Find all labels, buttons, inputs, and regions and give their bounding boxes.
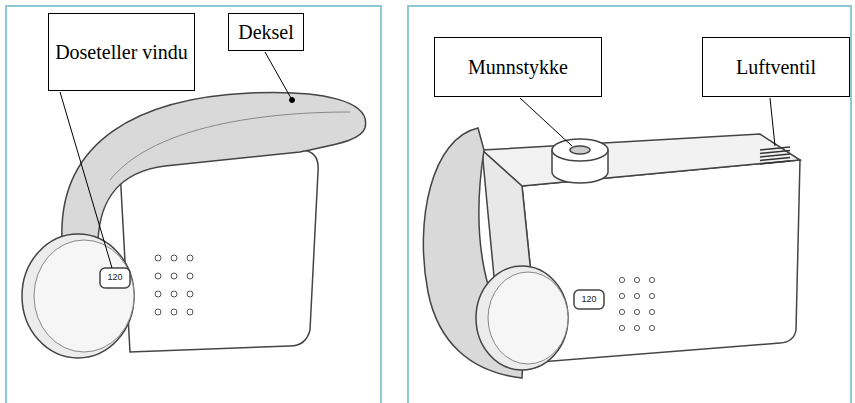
part-name: Deksel [238, 20, 294, 45]
vent-holes [155, 255, 193, 315]
label-box: Deksel [228, 13, 304, 51]
dose-counter-number: 120 [100, 272, 130, 282]
vent-holes [619, 277, 654, 330]
panel-frame [408, 6, 851, 403]
part-name: Doseteller vindu [55, 40, 188, 65]
dose-counter-number: 120 [574, 294, 604, 304]
panel-frame [6, 6, 381, 403]
label-box: Doseteller vindu [48, 13, 195, 91]
label-box: Luftventil [702, 37, 850, 97]
part-name: Luftventil [736, 55, 816, 80]
air-vent-grille [760, 147, 790, 164]
label-box: Munnstykke [434, 37, 602, 97]
open-inhaler [423, 128, 800, 378]
part-name: Munnstykke [468, 55, 568, 80]
closed-inhaler [22, 92, 366, 358]
